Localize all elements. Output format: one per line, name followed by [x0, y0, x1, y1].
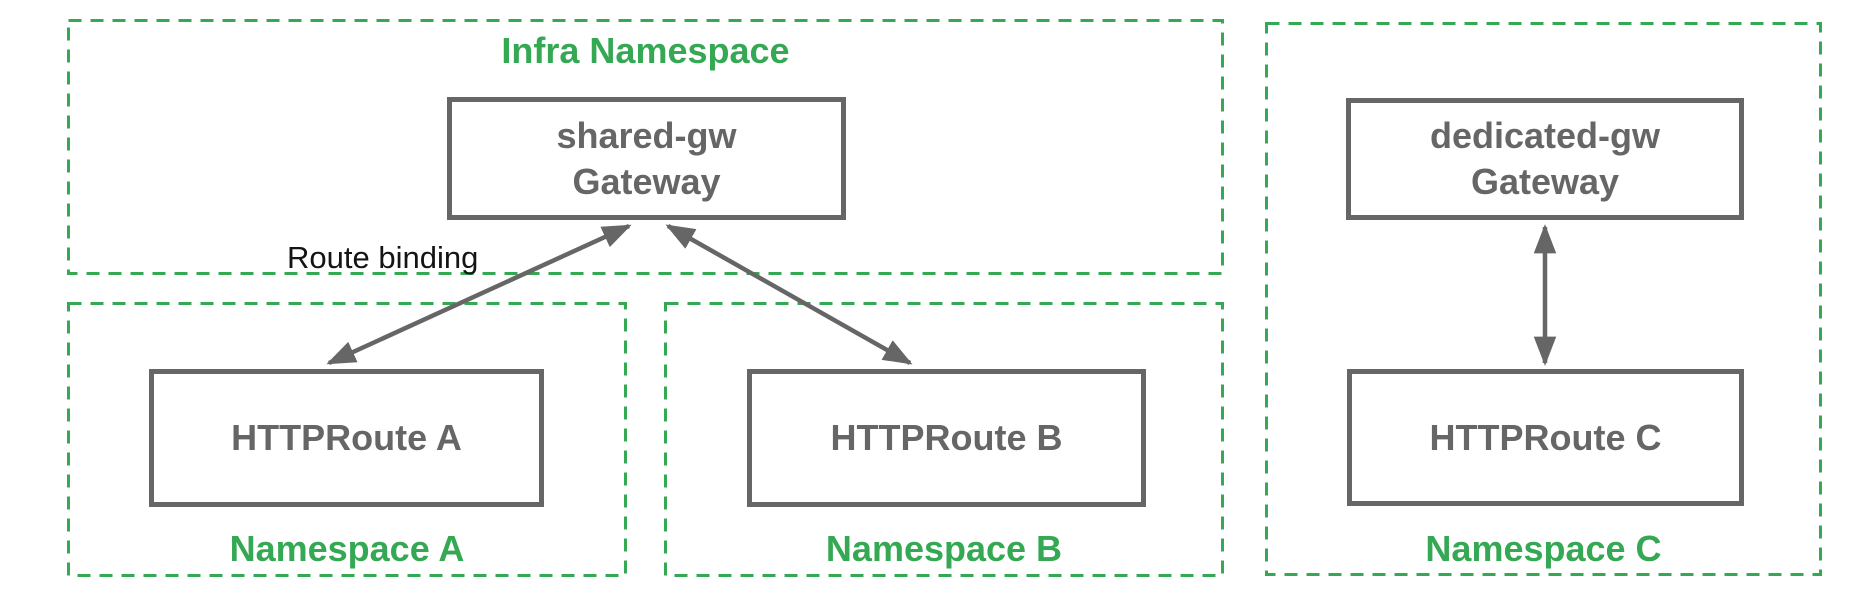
httproute-a-node: HTTPRoute A — [149, 369, 544, 507]
namespace-b-boundary — [664, 302, 1224, 577]
infra-namespace-title: Infra Namespace — [501, 30, 790, 71]
route-binding-label: Route binding — [287, 240, 479, 275]
dedicated-gw-gateway-kind: Gateway — [1470, 161, 1620, 202]
dedicated-gw-gateway-node: dedicated-gw Gateway — [1346, 98, 1744, 220]
shared-gw-gateway-kind: Gateway — [572, 160, 721, 202]
infra-namespace-boundary — [67, 19, 1224, 275]
httproute-a-name: HTTPRoute A — [231, 417, 462, 458]
arrow-route-b-to-shared-gw — [665, 224, 913, 365]
shared-gw-gateway-node: shared-gw Gateway — [447, 97, 846, 220]
namespace-a-title: Namespace A — [229, 528, 465, 569]
httproute-c-node: HTTPRoute C — [1347, 369, 1744, 506]
httproute-c-name: HTTPRoute C — [1429, 416, 1662, 458]
dedicated-gw-gateway-name: dedicated-gw — [1429, 115, 1661, 156]
namespace-b-title: Namespace B — [825, 528, 1063, 569]
httproute-b-node: HTTPRoute B — [747, 369, 1146, 507]
namespace-a-boundary — [67, 302, 627, 577]
arrow-route-a-to-shared-gw — [326, 223, 632, 366]
namespace-c-title: Namespace C — [1425, 528, 1662, 569]
namespace-c-boundary — [1265, 22, 1822, 576]
shared-gw-gateway-name: shared-gw — [556, 114, 737, 156]
httproute-b-name: HTTPRoute B — [830, 417, 1063, 458]
